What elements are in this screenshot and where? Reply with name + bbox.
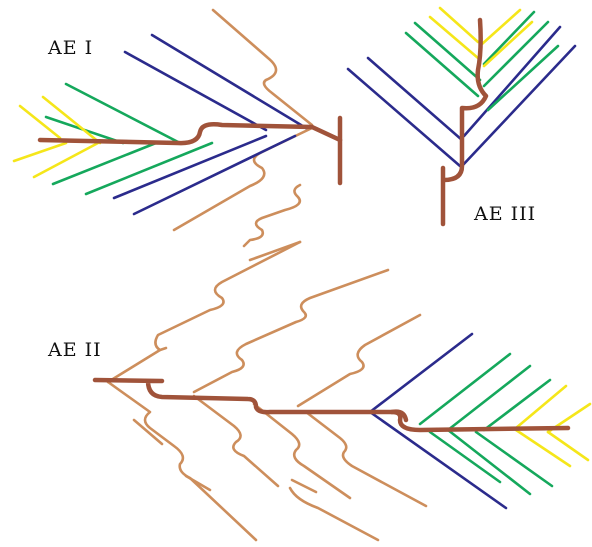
ae1-tan-branches: [172, 8, 314, 262]
ae3-green-line: [482, 10, 536, 66]
ae2-green-lines: [418, 352, 554, 496]
ae3-green-lines: [404, 10, 560, 112]
ae3-navy-line: [462, 25, 562, 138]
ae3-yellow-line: [438, 6, 480, 44]
label-ae3: AE III: [473, 203, 536, 225]
ae2-yellow-line: [546, 430, 590, 462]
ae1-navy-line: [150, 33, 308, 130]
ae2-tan-branch: [192, 394, 280, 488]
ae1-green-line: [51, 141, 158, 186]
ae2-navy-lines: [368, 332, 508, 510]
ae1-main-axis: [37, 122, 315, 146]
ae1-yellow-line: [32, 141, 100, 179]
ae2-tan-branch: [290, 478, 318, 494]
ae1-tan-branch: [172, 126, 314, 232]
ae1-tan-branch: [211, 8, 314, 127]
ae3-navy-lines: [346, 25, 577, 168]
ae1-tan-branch: [242, 183, 302, 248]
ae3-navy-line: [346, 67, 462, 168]
ae3-green-line: [404, 31, 480, 98]
ae3-main-axis: [441, 17, 489, 183]
ae1-green-line: [84, 141, 214, 196]
ae2-tan-upper-branches: [106, 240, 422, 408]
ae3-green-line: [486, 44, 560, 112]
ae1-navy-line: [123, 50, 268, 132]
ae1-green-lines: [44, 82, 214, 196]
ae2-structure: [92, 240, 592, 542]
ae1-yellow-line: [18, 104, 62, 140]
ae3-structure: [346, 6, 577, 227]
ae2-tan-branch: [304, 410, 428, 508]
ae2-tan-branch: [106, 348, 162, 384]
ae2-green-line: [446, 364, 532, 432]
ae2-main-axis: [92, 377, 571, 433]
ae2-tan-branch: [288, 486, 380, 542]
ae3-yellow-lines: [428, 6, 534, 68]
ae2-tan-branch: [132, 418, 164, 446]
ae2-green-line: [428, 430, 502, 484]
ae1-navy-line: [132, 134, 297, 216]
ae2-green-line: [482, 378, 552, 432]
ae2-tan-branch: [154, 240, 302, 352]
ae1-yellow-line: [12, 141, 68, 163]
ae1-yellow-lines: [12, 95, 102, 179]
ae1-navy-line: [112, 134, 268, 200]
ae2-navy-line: [368, 332, 474, 414]
ae1-axis-stem: [309, 124, 343, 143]
ae2-tan-branch: [106, 380, 258, 542]
ae2-yellow-line: [514, 384, 568, 430]
ae2-tan-branch: [184, 474, 212, 492]
ae2-yellow-lines: [514, 384, 592, 468]
ae3-navy-line: [460, 44, 577, 168]
ae2-navy-line: [368, 410, 508, 510]
ae3-green-line: [482, 20, 550, 88]
ae3-yellow-line: [480, 8, 522, 46]
ae3-green-line: [413, 21, 482, 82]
ae2-tan-lower-branches: [106, 380, 428, 542]
label-ae1: AE I: [47, 37, 93, 59]
ae2-green-line: [474, 430, 554, 488]
ae3-yellow-line: [428, 15, 480, 60]
ae2-yellow-line: [514, 428, 572, 468]
ae1-yellow-line: [41, 95, 102, 145]
ae1-navy-lines: [112, 33, 308, 216]
ae2-green-line: [418, 352, 512, 426]
ae1-green-line: [64, 82, 182, 145]
ae2-axis-hook: [389, 409, 409, 423]
ae2-tan-branch: [252, 402, 352, 500]
ae3-yellow-line: [482, 20, 534, 68]
ae2-green-line: [446, 428, 532, 496]
ae3-navy-line: [366, 56, 464, 142]
ae1-structure: [12, 8, 343, 262]
ae2-tan-branch: [296, 313, 422, 408]
label-ae2: AE II: [47, 339, 102, 361]
ae2-tan-branch: [192, 268, 390, 394]
